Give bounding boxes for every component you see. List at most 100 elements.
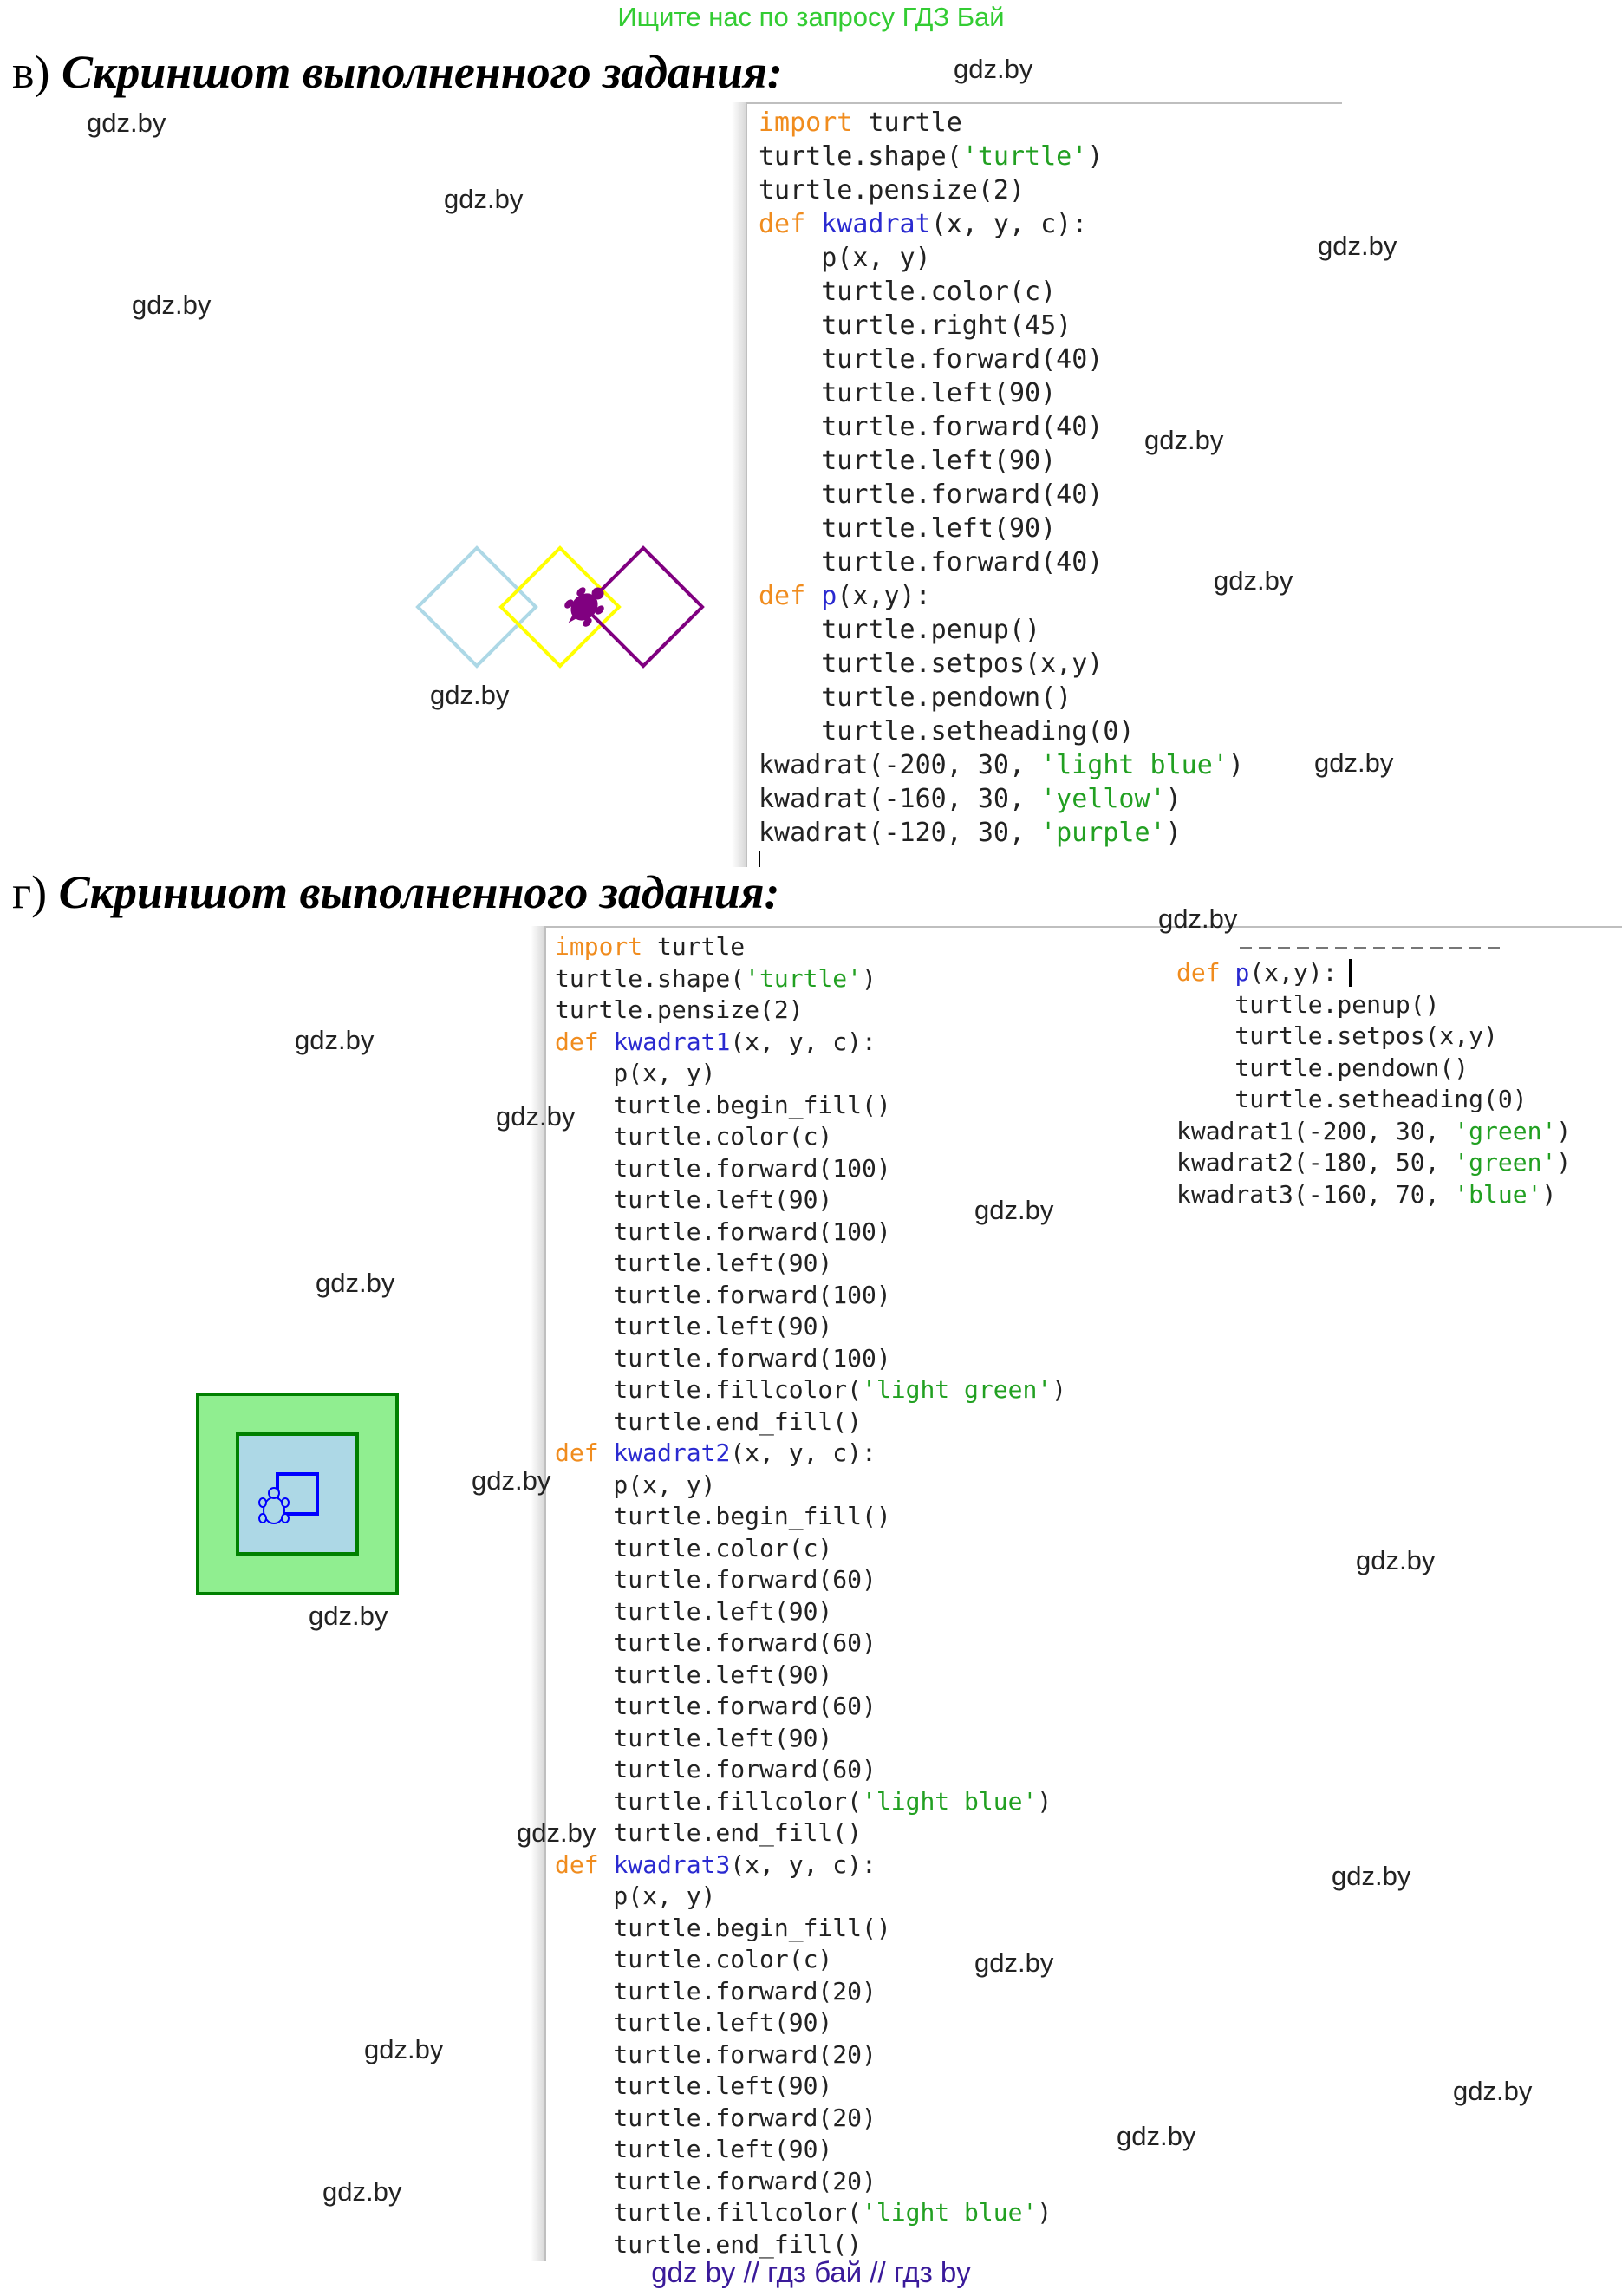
code-line: turtle.left(90) — [759, 376, 1244, 410]
code-token: turtle.right(45) — [759, 310, 1072, 341]
code-token: turtle.left(90) — [759, 446, 1057, 476]
section-v-pane-shadow — [732, 102, 746, 867]
code-token: turtle.penup() — [759, 615, 1041, 645]
code-token: kwadrat — [821, 209, 931, 239]
code-token — [1221, 958, 1235, 987]
code-line: kwadrat(-120, 30, 'purple') — [759, 816, 1244, 850]
code-token: kwadrat2(-180, 50, — [1176, 1148, 1455, 1177]
code-token: turtle — [642, 932, 746, 961]
code-token: kwadrat3(-160, 70, — [1176, 1179, 1455, 1209]
code-line: turtle.color(c) — [555, 1533, 1066, 1565]
section-v-letter: в) — [12, 46, 50, 98]
code-token: (x, y, c): — [730, 1849, 876, 1879]
section-v-code-left-border — [746, 102, 747, 867]
yellow-diamond — [498, 545, 622, 669]
code-line: p(x, y) — [759, 241, 1244, 275]
code-token: p(x, y) — [555, 1882, 716, 1910]
code-token: turtle.color(c) — [555, 1533, 833, 1562]
code-line: turtle.setheading(0) — [759, 714, 1244, 748]
watermark: gdz.by — [974, 1195, 1054, 1225]
code-token: turtle.begin_fill() — [555, 1913, 891, 1942]
code-line: def kwadrat3(x, y, c): — [555, 1849, 1066, 1882]
code-token: turtle.end_fill() — [555, 1406, 863, 1436]
watermark: gdz.by — [309, 1601, 388, 1631]
code-line: turtle.fillcolor('light green') — [555, 1374, 1066, 1406]
code-line: def kwadrat2(x, y, c): — [555, 1438, 1066, 1470]
code-token: turtle.fillcolor( — [555, 1375, 863, 1404]
code-token: turtle.forward(40) — [759, 412, 1104, 442]
code-token: ) — [1556, 1148, 1572, 1177]
code-token: ) — [862, 963, 876, 993]
code-line: turtle.left(90) — [555, 1660, 1066, 1692]
top-banner[interactable]: Ищите нас по запросу ГДЗ Бай — [617, 2, 1005, 32]
code-token — [599, 1850, 614, 1879]
code-line: turtle.setpos(x,y) — [1176, 1021, 1571, 1053]
watermark: gdz.by — [1314, 747, 1394, 778]
code-line: turtle.forward(40) — [759, 478, 1244, 512]
purple-diamond — [582, 545, 705, 669]
watermark: gdz.by — [430, 680, 510, 710]
code-token: def — [555, 1438, 599, 1467]
code-line: def p(x,y): — [1176, 957, 1571, 989]
code-token: turtle.fillcolor( — [555, 1786, 863, 1816]
code-line: turtle.begin_fill() — [555, 1090, 1066, 1122]
code-token: turtle.forward(20) — [555, 2166, 876, 2195]
code-line: turtle.forward(60) — [555, 1691, 1066, 1723]
code-token: 'yellow' — [1040, 784, 1166, 814]
code-token: kwadrat3 — [613, 1849, 731, 1879]
code-line: turtle.forward(100) — [555, 1153, 1066, 1185]
code-line: turtle.left(90) — [555, 2134, 1066, 2166]
code-line: p(x, y) — [555, 1058, 1066, 1090]
watermark: gdz.by — [974, 1947, 1054, 1978]
code-token: def — [555, 1027, 599, 1056]
code-token: 'turtle' — [961, 141, 1088, 172]
section-g-title: Скриншот выполненного задания: — [58, 866, 780, 918]
code-token: turtle.pendown() — [1176, 1053, 1469, 1082]
code-token: turtle.left(90) — [759, 378, 1057, 408]
code-line: turtle.penup() — [759, 613, 1244, 647]
watermark: gdz.by — [954, 54, 1033, 84]
watermark: gdz.by — [87, 108, 166, 138]
code-line: turtle.left(90) — [759, 512, 1244, 545]
code-token: turtle.forward(60) — [555, 1628, 876, 1657]
code-token: 'green' — [1454, 1148, 1557, 1177]
code-line: p(x, y) — [555, 1881, 1066, 1913]
section-v-title: Скриншот выполненного задания: — [61, 46, 783, 98]
code-token: turtle.pensize(2) — [759, 175, 1026, 205]
code-token: turtle.color(c) — [759, 277, 1057, 307]
code-line: turtle.left(90) — [555, 1723, 1066, 1755]
bottom-links[interactable]: gdz by // гдз бай // гдз by — [651, 2256, 971, 2288]
watermark: gdz.by — [1318, 231, 1397, 261]
code-token: p — [821, 581, 837, 611]
code-token: ) — [1165, 784, 1182, 814]
code-line: turtle.forward(40) — [759, 545, 1244, 579]
code-line: kwadrat3(-160, 70, 'blue') — [1176, 1179, 1571, 1211]
section-g-pane-shadow — [531, 926, 544, 2261]
section-g-code-right[interactable]: def p(x,y): turtle.penup() turtle.setpos… — [1176, 957, 1571, 1210]
section-v-turtle-canvas — [415, 545, 705, 669]
code-token: turtle.pendown() — [759, 682, 1072, 713]
code-line: turtle.forward(60) — [555, 1754, 1066, 1786]
code-token: turtle.forward(20) — [555, 1976, 876, 2006]
code-token: (x,y): — [837, 581, 931, 611]
code-line: turtle.pensize(2) — [759, 173, 1244, 207]
code-token: turtle.penup() — [1176, 989, 1440, 1019]
watermark: gdz.by — [132, 290, 212, 320]
code-line: def kwadrat1(x, y, c): — [555, 1027, 1066, 1059]
watermark: gdz.by — [316, 1268, 395, 1298]
code-token: (x, y, c): — [730, 1027, 876, 1056]
code-token: turtle.pensize(2) — [555, 995, 804, 1024]
section-g-code-left-border — [544, 926, 546, 2261]
code-token: turtle.left(90) — [555, 1312, 833, 1340]
code-token: turtle.setheading(0) — [1176, 1085, 1528, 1113]
watermark: gdz.by — [1144, 425, 1224, 455]
watermark: gdz.by — [322, 2176, 402, 2207]
code-line: turtle.left(90) — [759, 444, 1244, 478]
code-line: kwadrat2(-180, 50, 'green') — [1176, 1147, 1571, 1179]
section-g-turtle-canvas — [196, 1393, 399, 1595]
code-token: turtle.forward(20) — [555, 2039, 876, 2069]
code-line: turtle.shape('turtle') — [759, 140, 1244, 173]
code-line: turtle.forward(40) — [759, 410, 1244, 444]
